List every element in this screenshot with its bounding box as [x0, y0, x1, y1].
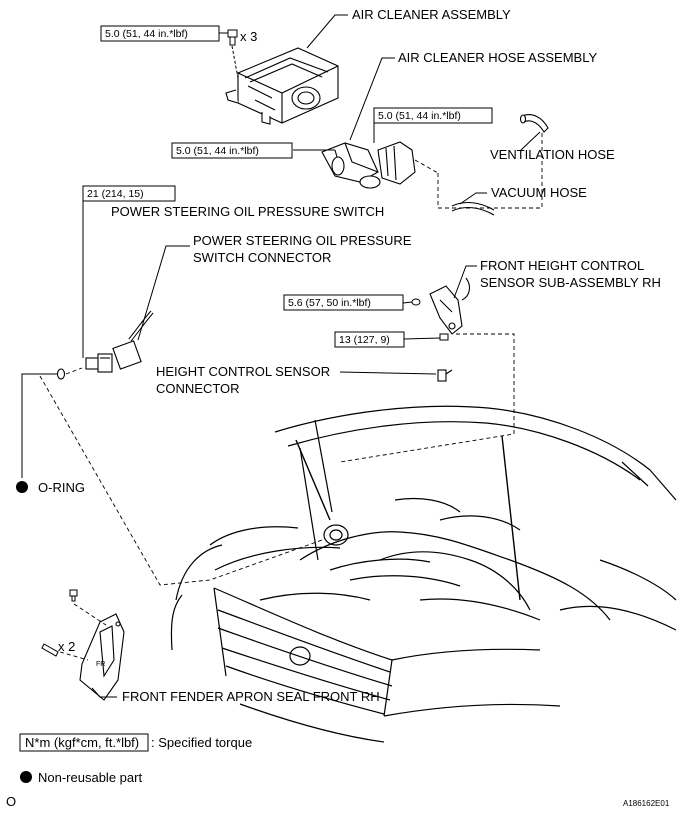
air-cleaner-bolt: [227, 29, 238, 46]
torque-value-air-cleaner-bolt: 5.0 (51, 44 in.*lbf): [105, 28, 188, 40]
legend-nonreusable-desc: Non-reusable part: [38, 770, 142, 785]
torque-box-sensor-nut: 5.6 (57, 50 in.*lbf): [283, 294, 404, 311]
height-control-sensor-drawing: [429, 277, 471, 335]
label-ps-switch: POWER STEERING OIL PRESSURE SWITCH: [111, 204, 384, 219]
o-ring-part: [56, 368, 66, 380]
torque-box-hose-clamp-right: 5.0 (51, 44 in.*lbf): [373, 107, 493, 124]
torque-value-sensor-nut: 5.6 (57, 50 in.*lbf): [288, 297, 371, 309]
qty-x2: x 2: [58, 639, 75, 654]
torque-value-ps-switch: 21 (214, 15): [87, 188, 144, 200]
torque-value-hose-clamp-right: 5.0 (51, 44 in.*lbf): [378, 110, 461, 122]
legend-nonreusable-dot: [20, 771, 32, 783]
torque-box-air-cleaner-bolt: 5.0 (51, 44 in.*lbf): [100, 25, 220, 42]
label-ventilation-hose: VENTILATION HOSE: [490, 147, 615, 162]
torque-box-hose-clamp-left: 5.0 (51, 44 in.*lbf): [171, 142, 293, 159]
legend-torque-desc: : Specified torque: [151, 735, 252, 750]
torque-value-hose-clamp-left: 5.0 (51, 44 in.*lbf): [176, 145, 259, 157]
dashed-assembly-lines: [39, 130, 543, 661]
torque-box-ps-switch: 21 (214, 15): [82, 185, 176, 202]
ventilation-hose-drawing: [519, 114, 549, 133]
label-height-sensor-1: FRONT HEIGHT CONTROL: [480, 258, 644, 273]
fender-apron-seal-drawing: [79, 613, 125, 701]
sensor-bolt: [439, 333, 449, 341]
legend-torque: N*m (kgf*cm, ft.*lbf) : Specified torque: [19, 733, 252, 752]
ps-pressure-switch-drawing: [85, 353, 113, 373]
ps-switch-connector-drawing: [112, 310, 154, 370]
label-vacuum-hose: VACUUM HOSE: [491, 185, 587, 200]
air-cleaner-assembly-drawing: [225, 47, 339, 125]
leader-lines: [21, 14, 541, 698]
label-air-cleaner-assembly: AIR CLEANER ASSEMBLY: [352, 7, 511, 22]
label-height-connector-1: HEIGHT CONTROL SENSOR: [156, 364, 330, 379]
label-fender-seal: FRONT FENDER APRON SEAL FRONT RH: [122, 689, 380, 704]
legend-nonreusable: Non-reusable part: [20, 770, 142, 785]
label-height-sensor-2: SENSOR SUB-ASSEMBLY RH: [480, 275, 661, 290]
height-sensor-connector-drawing: [437, 369, 453, 382]
label-ps-connector-1: POWER STEERING OIL PRESSURE: [193, 233, 412, 248]
label-o-ring: O-RING: [38, 480, 85, 495]
footer-left-mark: O: [6, 794, 16, 809]
torque-box-sensor-bolt: 13 (127, 9): [334, 331, 405, 348]
apron-seal-screw: [41, 643, 59, 657]
fr-mark: FR: [96, 661, 105, 668]
nonreusable-dot-oring: [16, 481, 28, 493]
legend-torque-unit: N*m (kgf*cm, ft.*lbf): [25, 735, 139, 750]
sensor-nut: [411, 298, 421, 306]
vacuum-hose-drawing: [451, 201, 495, 216]
air-cleaner-hose-drawing: [321, 141, 416, 189]
torque-value-sensor-bolt: 13 (127, 9): [339, 334, 390, 346]
label-ps-connector-2: SWITCH CONNECTOR: [193, 250, 331, 265]
qty-x3: x 3: [240, 29, 257, 44]
vehicle-engine-bay-drawing: [170, 405, 677, 743]
figure-id: A186162E01: [623, 799, 670, 808]
bolt-leader: [231, 45, 239, 79]
label-height-connector-2: CONNECTOR: [156, 381, 240, 396]
apron-seal-clip: [69, 589, 78, 602]
label-air-cleaner-hose-assembly: AIR CLEANER HOSE ASSEMBLY: [398, 50, 597, 65]
